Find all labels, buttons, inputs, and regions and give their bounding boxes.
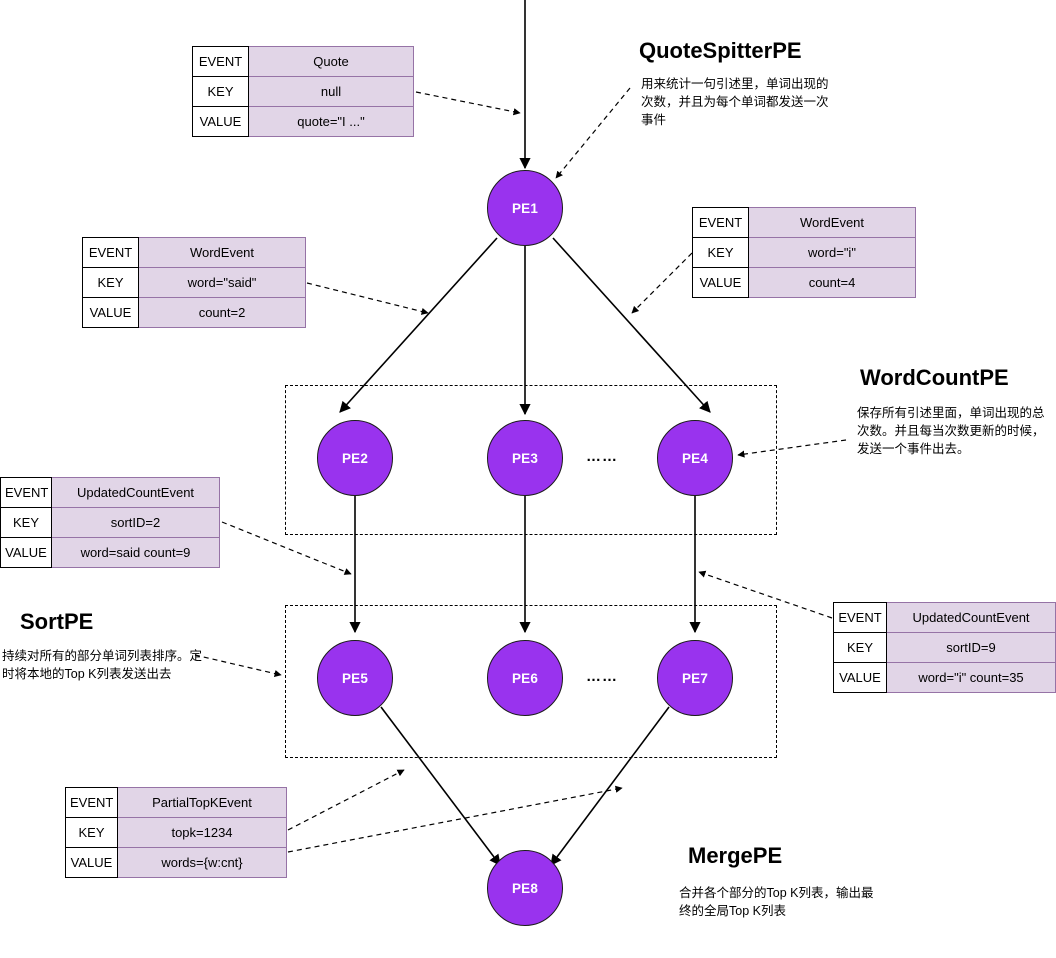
table-row: KEY null (192, 76, 414, 107)
event-table-word-event-said: EVENT WordEvent KEY word="said" VALUE co… (82, 237, 306, 328)
section-title-word-count: WordCountPE (860, 365, 1009, 390)
cell-event-name: WordEvent (748, 207, 916, 238)
row-label-event: EVENT (65, 787, 118, 818)
event-table-quote: EVENT Quote KEY null VALUE quote="I ..." (192, 46, 414, 137)
row-label-key: KEY (833, 632, 887, 663)
cell-event-name: PartialTopKEvent (117, 787, 287, 818)
section-desc-sort: 持续对所有的部分单词列表排序。定时将本地的Top K列表发送出去 (2, 649, 203, 682)
table-row: EVENT Quote (192, 46, 414, 77)
table-row: VALUE quote="I ..." (192, 106, 414, 137)
row-label-value: VALUE (692, 267, 749, 298)
pe-node-pe3[interactable]: PE3 (487, 420, 563, 496)
cell-event-name: UpdatedCountEvent (886, 602, 1056, 633)
cell-key: null (248, 76, 414, 107)
section-desc-quote-spitter: 用来统计一句引述里，单词出现的次数，并且为每个单词都发送一次事件 (641, 77, 829, 128)
leader-quote-spitter-desc (555, 87, 631, 179)
section-desc-word-count: 保存所有引述里面，单词出现的总次数。并且每当次数更新的时候，发送一个事件出去。 (857, 406, 1045, 457)
pe-node-pe8[interactable]: PE8 (487, 850, 563, 926)
section-desc-merge: 合并各个部分的Top K列表，输出最终的全局Top K列表 (679, 886, 874, 919)
table-row: EVENT WordEvent (692, 207, 916, 238)
section-title-quote-spitter: QuoteSpitterPE (639, 38, 802, 63)
pe-node-pe2[interactable]: PE2 (317, 420, 393, 496)
cell-value: count=4 (748, 267, 916, 298)
event-table-partial-topk: EVENT PartialTopKEvent KEY topk=1234 VAL… (65, 787, 287, 878)
event-table-updated-count-said: EVENT UpdatedCountEvent KEY sortID=2 VAL… (0, 477, 220, 568)
cell-value: word="i" count=35 (886, 662, 1056, 693)
ellipsis-wordcount-row: …… (586, 448, 618, 465)
group-box-sort (285, 605, 777, 758)
cell-event-name: WordEvent (138, 237, 306, 268)
pe-node-label: PE4 (681, 450, 709, 466)
table-row: VALUE word=said count=9 (0, 537, 220, 568)
leader-word-event-said (306, 282, 429, 315)
ellipsis-sort-row: …… (586, 668, 618, 685)
row-label-key: KEY (692, 237, 749, 268)
table-row: EVENT UpdatedCountEvent (833, 602, 1056, 633)
cell-key: sortID=2 (51, 507, 220, 538)
row-label-event: EVENT (192, 46, 249, 77)
leader-partial-topk-b (287, 785, 623, 853)
table-row: VALUE count=2 (82, 297, 306, 328)
pe-node-label: PE5 (341, 670, 369, 686)
group-box-wordcount (285, 385, 777, 535)
pe-node-label: PE8 (511, 880, 539, 896)
row-label-key: KEY (82, 267, 139, 298)
cell-event-name: UpdatedCountEvent (51, 477, 220, 508)
row-label-event: EVENT (0, 477, 52, 508)
row-label-value: VALUE (82, 297, 139, 328)
table-row: KEY sortID=9 (833, 632, 1056, 663)
pe-node-pe7[interactable]: PE7 (657, 640, 733, 716)
row-label-value: VALUE (0, 537, 52, 568)
leader-partial-topk-a (287, 769, 405, 831)
table-row: KEY word="i" (692, 237, 916, 268)
row-label-key: KEY (65, 817, 118, 848)
cell-value: count=2 (138, 297, 306, 328)
table-row: EVENT UpdatedCountEvent (0, 477, 220, 508)
row-label-value: VALUE (65, 847, 118, 878)
cell-value: quote="I ..." (248, 106, 414, 137)
event-table-updated-count-i: EVENT UpdatedCountEvent KEY sortID=9 VAL… (833, 602, 1056, 693)
leader-word-event-i (631, 252, 693, 314)
section-title-sort: SortPE (20, 609, 94, 634)
event-table-word-event-i: EVENT WordEvent KEY word="i" VALUE count… (692, 207, 916, 298)
row-label-event: EVENT (692, 207, 749, 238)
pe-node-label: PE2 (341, 450, 369, 466)
leader-quote-table (415, 91, 521, 116)
pe-node-pe1[interactable]: PE1 (487, 170, 563, 246)
cell-key: word="said" (138, 267, 306, 298)
row-label-value: VALUE (192, 106, 249, 137)
pe-node-pe4[interactable]: PE4 (657, 420, 733, 496)
cell-value: word=said count=9 (51, 537, 220, 568)
pe-node-label: PE3 (511, 450, 539, 466)
table-row: KEY sortID=2 (0, 507, 220, 538)
cell-key: word="i" (748, 237, 916, 268)
row-label-event: EVENT (833, 602, 887, 633)
pe-node-pe5[interactable]: PE5 (317, 640, 393, 716)
table-row: EVENT WordEvent (82, 237, 306, 268)
pe-node-label: PE1 (511, 200, 539, 216)
pe-node-label: PE7 (681, 670, 709, 686)
row-label-key: KEY (192, 76, 249, 107)
table-row: VALUE count=4 (692, 267, 916, 298)
table-row: KEY word="said" (82, 267, 306, 298)
table-row: EVENT PartialTopKEvent (65, 787, 287, 818)
leader-sort-desc (194, 654, 282, 678)
pe-node-pe6[interactable]: PE6 (487, 640, 563, 716)
row-label-key: KEY (0, 507, 52, 538)
table-row: VALUE word="i" count=35 (833, 662, 1056, 693)
cell-event-name: Quote (248, 46, 414, 77)
row-label-event: EVENT (82, 237, 139, 268)
section-title-merge: MergePE (688, 843, 783, 868)
table-row: VALUE words={w:cnt} (65, 847, 287, 878)
cell-key: sortID=9 (886, 632, 1056, 663)
pe-node-label: PE6 (511, 670, 539, 686)
row-label-value: VALUE (833, 662, 887, 693)
cell-key: topk=1234 (117, 817, 287, 848)
cell-value: words={w:cnt} (117, 847, 287, 878)
table-row: KEY topk=1234 (65, 817, 287, 848)
